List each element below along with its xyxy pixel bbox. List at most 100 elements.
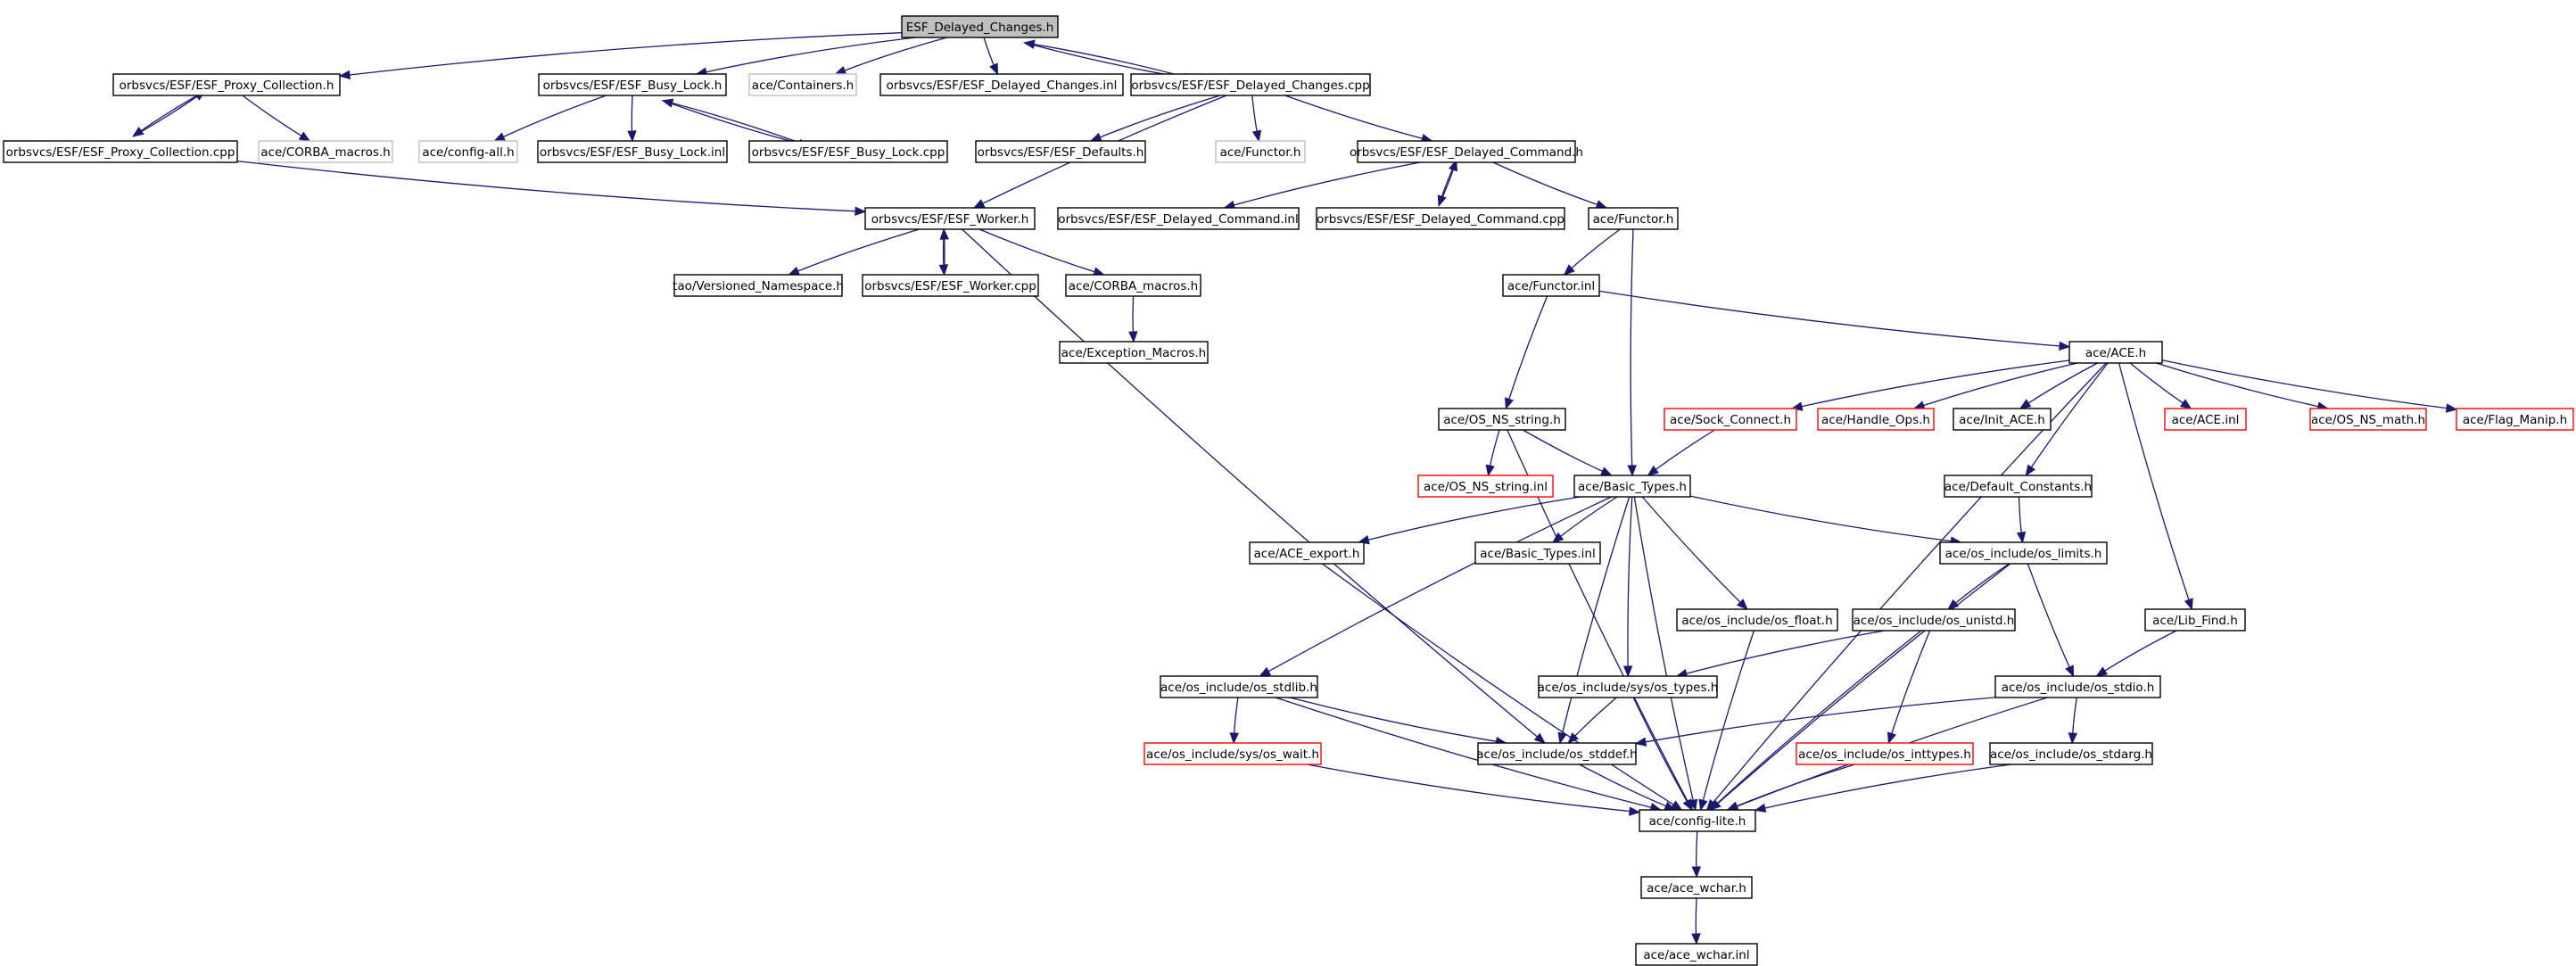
arrowhead xyxy=(2095,666,2109,677)
file-node: ace/config-all.h xyxy=(418,140,518,163)
node-box xyxy=(1417,475,1554,498)
file-node[interactable]: ace/OS_NS_math.h xyxy=(2309,408,2427,431)
node-box xyxy=(1357,140,1576,163)
file-node[interactable]: ace/Sock_Connect.h xyxy=(1664,408,1797,431)
file-node[interactable]: ace/os_include/os_unistd.h xyxy=(1852,608,2016,632)
file-node[interactable]: ace/Init_ACE.h xyxy=(1953,408,2052,431)
dependency-edge xyxy=(1504,295,1548,410)
dependency-edge xyxy=(132,90,206,137)
dependency-edge xyxy=(1691,830,1702,879)
file-node[interactable]: ace/Handle_Ops.h xyxy=(1817,408,1935,431)
dependency-edge xyxy=(1251,95,1262,143)
node-label: ace/Default_Constants.h xyxy=(1944,480,2092,494)
file-node[interactable]: orbsvcs/ESF/ESF_Busy_Lock.inl xyxy=(537,140,728,163)
file-node[interactable]: ace/config-lite.h xyxy=(1639,809,1756,832)
dependency-edge xyxy=(236,160,867,217)
node-box xyxy=(1438,408,1566,431)
file-node[interactable]: ace/os_include/os_stddef.h xyxy=(1476,742,1638,765)
node-label: ace/os_include/os_stdio.h xyxy=(2002,681,2155,695)
file-node[interactable]: orbsvcs/ESF/ESF_Defaults.h xyxy=(975,140,1146,163)
file-node[interactable]: ace/OS_NS_string.h xyxy=(1438,408,1566,431)
file-node[interactable]: ace/os_include/os_stdarg.h xyxy=(1989,742,2153,765)
dependency-edge xyxy=(1627,228,1637,477)
file-node[interactable]: ace/ACE.h xyxy=(2068,341,2163,364)
file-node[interactable]: ace/Exception_Macros.h xyxy=(1059,341,1209,364)
file-node[interactable]: orbsvcs/ESF/ESF_Busy_Lock.cpp xyxy=(748,140,948,163)
file-node[interactable]: ace/os_include/sys/os_wait.h xyxy=(1144,742,1322,765)
arrowhead xyxy=(1504,397,1514,410)
file-node[interactable]: ace/CORBA_macros.h xyxy=(1065,274,1201,297)
node-label: ESF_Delayed_Changes.h xyxy=(906,21,1054,35)
file-node[interactable]: ace/os_include/os_stdio.h xyxy=(1994,675,2161,698)
file-node[interactable]: orbsvcs/ESF/ESF_Proxy_Collection.h xyxy=(112,73,341,96)
file-node[interactable]: orbsvcs/ESF/ESF_Worker.h xyxy=(864,207,1036,230)
arrowhead xyxy=(1691,933,1701,945)
arrowhead xyxy=(1634,737,1647,747)
node-box xyxy=(1144,742,1322,765)
dependency-edge xyxy=(1754,764,2012,813)
file-node[interactable]: ace/OS_NS_string.inl xyxy=(1417,475,1554,498)
file-node[interactable]: orbsvcs/ESF/ESF_Delayed_Command.h xyxy=(1350,140,1583,163)
dependency-edge xyxy=(2161,359,2458,413)
node-label: ace/os_include/os_inttypes.h xyxy=(1798,747,1971,762)
node-label: ace/ace_wchar.inl xyxy=(1643,948,1749,962)
node-box xyxy=(418,140,518,163)
dependency-edge xyxy=(1229,697,1239,745)
file-node[interactable]: ace/os_include/os_inttypes.h xyxy=(1796,742,1974,765)
dependency-edge xyxy=(962,228,1546,744)
file-node[interactable]: ace/Flag_Manip.h xyxy=(2456,408,2574,431)
file-node[interactable]: tao/Versioned_Namespace.h xyxy=(673,274,844,297)
file-node[interactable]: orbsvcs/ESF/ESF_Delayed_Changes.cpp xyxy=(1130,73,1371,96)
arrowhead xyxy=(1449,159,1458,172)
file-node[interactable]: ace/Basic_Types.inl xyxy=(1474,541,1601,565)
arrowhead xyxy=(1622,665,1633,678)
node-box xyxy=(2309,408,2427,431)
file-node[interactable]: ace/ACE.inl xyxy=(2164,408,2247,431)
file-node[interactable]: ace/os_include/os_float.h xyxy=(1676,608,1838,632)
file-node[interactable]: orbsvcs/ESF/ESF_Worker.cpp xyxy=(862,274,1039,297)
arrowhead xyxy=(338,70,351,80)
file-node[interactable]: orbsvcs/ESF/ESF_Delayed_Changes.inl xyxy=(879,73,1124,96)
dependency-edge xyxy=(2025,362,2109,477)
file-node[interactable]: ace/Lib_Find.h xyxy=(2144,608,2246,632)
dependency-edge xyxy=(1632,697,1693,812)
node-box xyxy=(1477,742,1637,765)
node-box xyxy=(1796,742,1974,765)
node-box xyxy=(1160,675,1318,698)
file-node[interactable]: orbsvcs/ESF/ESF_Delayed_Command.cpp xyxy=(1316,207,1565,230)
file-node[interactable]: ace/os_include/sys/os_types.h xyxy=(1538,675,1719,698)
file-node[interactable]: orbsvcs/ESF/ESF_Proxy_Collection.cpp xyxy=(3,140,238,163)
file-node[interactable]: ace/os_include/os_stdlib.h xyxy=(1160,675,1318,698)
file-node[interactable]: ace/ace_wchar.inl xyxy=(1635,943,1758,966)
file-node[interactable]: ace/Default_Constants.h xyxy=(1944,475,2093,498)
file-node[interactable]: ace/ACE_export.h xyxy=(1249,541,1365,565)
file-node[interactable]: ace/ace_wchar.h xyxy=(1640,876,1753,899)
dependency-edge xyxy=(1675,630,1886,679)
node-box xyxy=(1817,408,1935,431)
node-label: ace/Flag_Manip.h xyxy=(2463,413,2567,427)
file-node[interactable]: ace/Basic_Types.h xyxy=(1573,475,1691,498)
dependency-edge xyxy=(1089,95,1221,142)
file-node[interactable]: orbsvcs/ESF/ESF_Busy_Lock.h xyxy=(538,73,727,96)
arrowhead xyxy=(938,264,949,277)
file-node[interactable]: ace/Functor.inl xyxy=(1502,274,1600,297)
node-label: ace/Basic_Types.h xyxy=(1578,480,1687,494)
arrowhead xyxy=(989,62,999,76)
node-label: ace/ace_wchar.h xyxy=(1647,881,1746,896)
file-node[interactable]: ace/os_include/os_limits.h xyxy=(1939,541,2108,565)
arrowhead xyxy=(1670,800,1683,811)
arrowhead xyxy=(1533,732,1546,744)
arrowhead xyxy=(1229,732,1239,745)
file-node[interactable]: orbsvcs/ESF/ESF_Delayed_Command.inl xyxy=(1057,207,1300,230)
node-label: ace/CORBA_macros.h xyxy=(260,145,390,160)
node-label: ace/Containers.h xyxy=(752,78,854,93)
dependency-edge xyxy=(627,95,637,143)
arrowhead xyxy=(1709,799,1721,811)
dependency-edge xyxy=(1691,897,1701,945)
dependency-edge xyxy=(983,37,999,76)
node-box xyxy=(1316,207,1565,230)
file-node[interactable]: ace/Functor.h xyxy=(1588,207,1679,230)
dependency-edge xyxy=(788,228,920,276)
node-box xyxy=(1059,341,1209,364)
node-label: ace/Functor.inl xyxy=(1507,279,1595,293)
